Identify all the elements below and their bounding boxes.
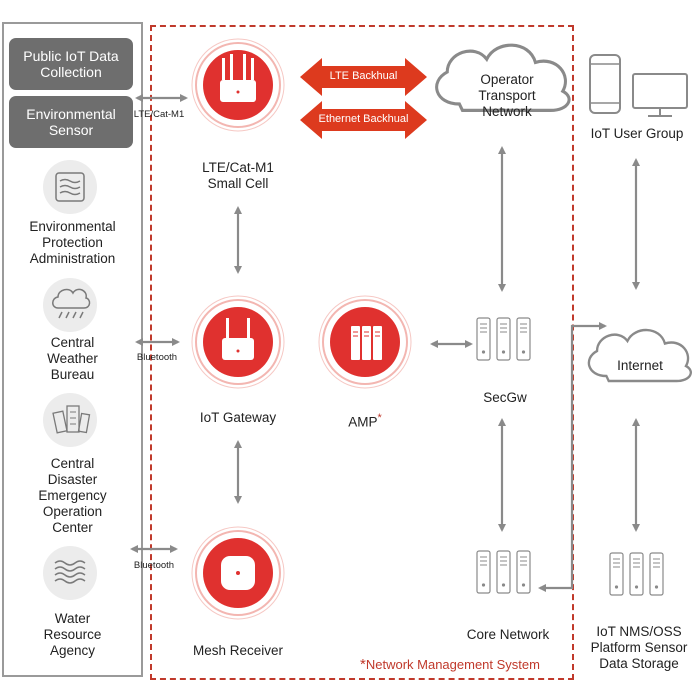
connector-arrows	[130, 94, 640, 592]
ethernet-backhaul-label: Ethernet Backhual	[318, 113, 409, 125]
mesh-receiver-icon	[191, 526, 285, 620]
amp-label: AMP*	[335, 410, 395, 431]
ethernet-backhaul-arrow	[300, 101, 427, 139]
internet-label: Internet	[617, 358, 663, 373]
cwb-label: Central Weather Bureau	[47, 335, 98, 382]
iot-user-group-label: IoT User Group	[590, 126, 684, 141]
operator-network-label: Operator Transport Network	[478, 72, 536, 119]
disaster-buildings-icon	[43, 393, 97, 447]
water-waves-icon	[43, 546, 97, 600]
env-sensor-label: Environmental Sensor	[26, 106, 116, 138]
small-cell-label: LTE/Cat-M1 Small Cell	[202, 160, 274, 191]
amp-text: AMP	[348, 414, 378, 430]
nms-legend: *Network Management System	[360, 656, 575, 674]
wra-label: Water Resource Agency	[43, 611, 102, 658]
legend-star: *	[360, 656, 366, 673]
amp-star: *	[377, 412, 382, 424]
iot-gateway-icon	[191, 295, 285, 389]
nms-storage-server-icon	[609, 552, 664, 596]
environmental-sensor-box: Environmental Sensor	[9, 96, 133, 148]
public-iot-data-collection-box: Public IoT Data Collection	[9, 38, 133, 90]
epa-icon	[43, 160, 97, 214]
lte-backhaul-arrow	[300, 58, 427, 96]
phone-icon	[589, 54, 621, 114]
lte-catm1-link-label: LTE/Cat-M1	[133, 109, 185, 120]
bluetooth-link-label-1: Bluetooth	[136, 352, 178, 363]
lte-backhaul-label: LTE Backhual	[329, 70, 398, 82]
amp-server-icon	[318, 295, 412, 389]
iot-gateway-label: IoT Gateway	[199, 410, 277, 425]
data-source-panel	[2, 22, 143, 677]
core-network-label: Core Network	[466, 627, 550, 642]
epa-label: Environmental Protection Administration	[29, 219, 116, 266]
core-network-server-icon	[476, 550, 531, 594]
secgw-server-icon	[476, 317, 531, 361]
secgw-label: SecGw	[483, 390, 527, 405]
cloud-rain-icon	[43, 278, 97, 332]
monitor-icon	[632, 73, 688, 117]
bluetooth-link-label-2: Bluetooth	[133, 560, 175, 571]
small-cell-icon	[191, 38, 285, 132]
mesh-receiver-label: Mesh Receiver	[192, 643, 284, 658]
legend-text: Network Management System	[365, 657, 540, 672]
nms-storage-label: IoT NMS/OSS Platform Sensor Data Storage	[590, 624, 688, 671]
cdeoc-label: Central Disaster Emergency Operation Cen…	[38, 456, 107, 535]
public-iot-label: Public IoT Data Collection	[23, 48, 119, 80]
